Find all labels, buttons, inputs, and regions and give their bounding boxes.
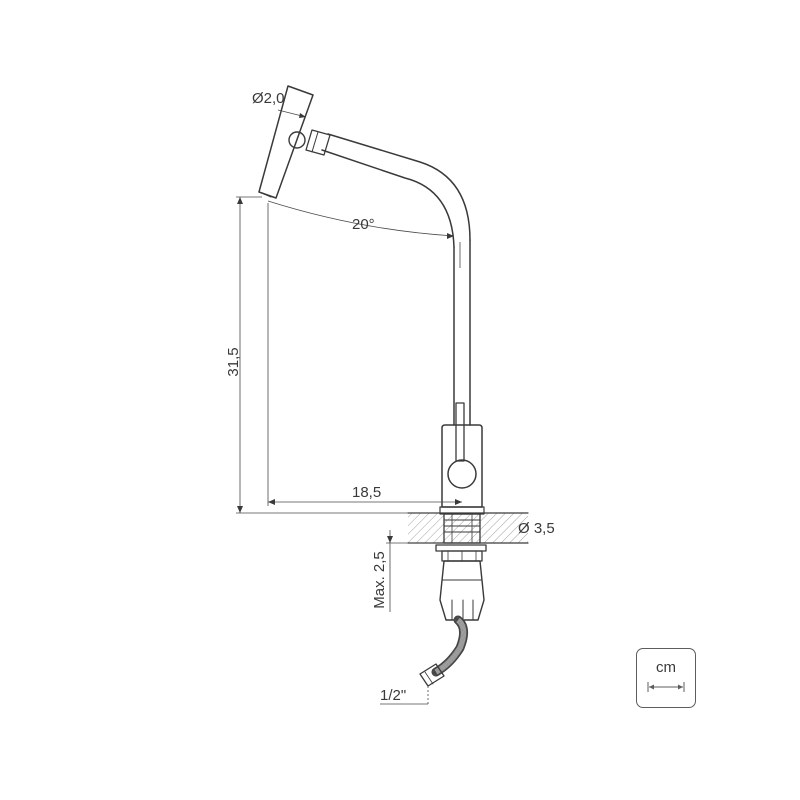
dim-counter-thickness-label: Max. 2,5 [371, 551, 388, 609]
dim-base-diameter-label: Ø 3,5 [518, 520, 555, 537]
double-arrow-icon [647, 682, 685, 692]
dim-counter-thickness: Max. 2,5 [371, 530, 436, 612]
dim-reach: 18,5 [267, 203, 462, 506]
countertop [407, 512, 529, 544]
faucet-body [439, 239, 485, 515]
dim-connection-label: 1/2" [380, 687, 406, 704]
units-badge: cm [636, 648, 696, 708]
dim-spout-diameter-label: Ø2,0 [252, 90, 285, 107]
braided-hose [419, 615, 468, 687]
dim-spout-angle: 20° [267, 200, 455, 239]
hose-connector [439, 560, 485, 621]
units-label: cm [656, 659, 676, 676]
dim-spout-diameter: Ø2,0 [252, 90, 307, 118]
dim-height-label: 31,5 [225, 347, 242, 376]
dim-connection: 1/2" [380, 686, 429, 705]
mounting-nut [435, 513, 487, 562]
dim-height: 31,5 [225, 196, 440, 514]
dim-base-diameter: Ø 3,5 [518, 520, 555, 537]
dim-spout-angle-label: 20° [352, 216, 375, 233]
dim-reach-label: 18,5 [352, 484, 381, 501]
spout [258, 85, 471, 248]
